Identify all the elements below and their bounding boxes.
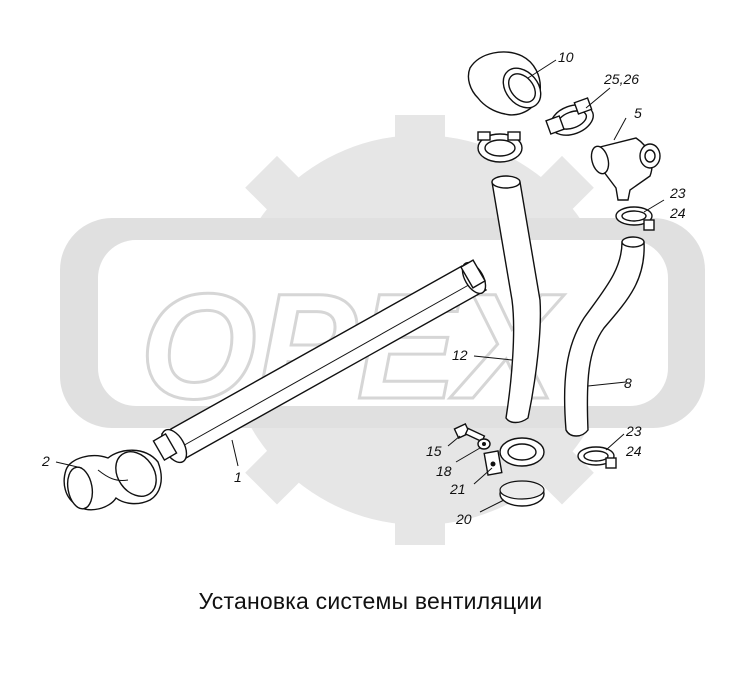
leader-lines bbox=[55, 59, 665, 513]
callout-12: 12 bbox=[452, 347, 468, 363]
part-10-elbow bbox=[467, 51, 542, 116]
callout-24-upper: 24 bbox=[669, 205, 686, 221]
callout-21: 21 bbox=[449, 481, 466, 497]
callout-23-upper: 23 bbox=[669, 185, 686, 201]
callout-25-26: 25,26 bbox=[603, 71, 639, 87]
callout-labels: 1 2 10 25,26 5 23 24 12 8 15 18 21 20 23… bbox=[41, 49, 686, 527]
part-15-bolt bbox=[453, 423, 486, 443]
callout-2: 2 bbox=[41, 453, 50, 469]
callout-15: 15 bbox=[426, 443, 442, 459]
part-25-26-clamp bbox=[545, 97, 594, 136]
part-2-elbow bbox=[63, 449, 162, 511]
clamp-23-24-upper bbox=[615, 206, 655, 231]
callout-1: 1 bbox=[234, 469, 242, 485]
callout-23-lower: 23 bbox=[625, 423, 642, 439]
part-21-bracket bbox=[483, 437, 545, 476]
part-20-band bbox=[499, 480, 545, 507]
figure-caption: Установка системы вентиляции bbox=[198, 588, 543, 614]
part-1-tube bbox=[152, 259, 488, 464]
clamp-23-24-lower bbox=[577, 446, 617, 469]
callout-20: 20 bbox=[455, 511, 472, 527]
callout-24-lower: 24 bbox=[625, 443, 642, 459]
callout-18: 18 bbox=[436, 463, 452, 479]
callout-5: 5 bbox=[634, 105, 642, 121]
part-18-washer bbox=[477, 438, 491, 450]
part-5-tee bbox=[590, 137, 661, 201]
callout-10: 10 bbox=[558, 49, 574, 65]
callout-8: 8 bbox=[624, 375, 632, 391]
part-8-hose bbox=[563, 236, 645, 437]
part-12-pipe bbox=[491, 175, 542, 424]
clamp-under-elbow bbox=[477, 131, 523, 163]
watermark-text: OPEX bbox=[140, 262, 565, 430]
